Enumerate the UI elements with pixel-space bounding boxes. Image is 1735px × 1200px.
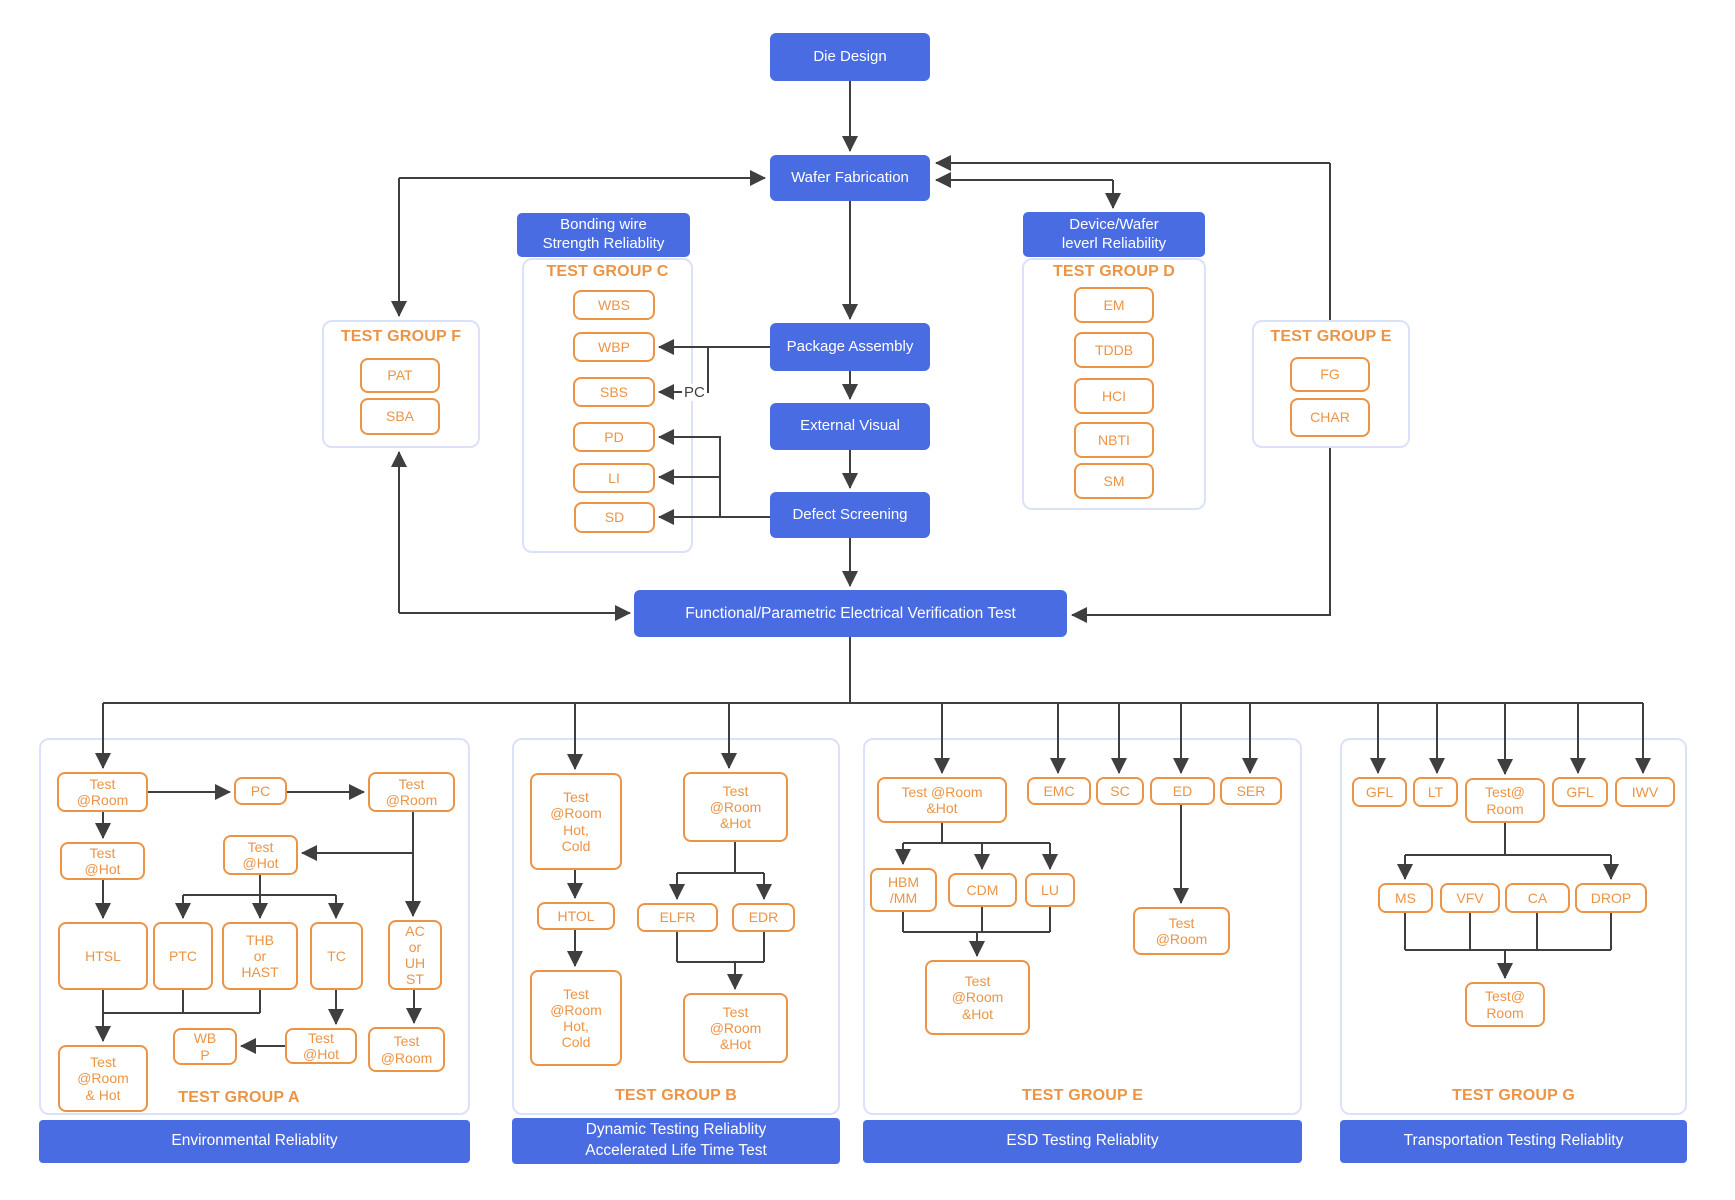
node-tc: TC [310,922,363,990]
node-e-test-rh-1: Test @Room &Hot [877,777,1007,823]
node-vfv: VFV [1440,883,1500,913]
test-group-a-label: TEST GROUP A [178,1089,300,1106]
node-ms: MS [1378,883,1433,913]
test-group-b-label: TEST GROUP B [614,1087,738,1104]
node-htol: HTOL [537,902,615,930]
node-e-test-room: Test @Room [1133,907,1230,955]
node-wbs: WBS [573,290,655,320]
node-e-test-rh-2: Test @Room &Hot [925,960,1030,1035]
node-b-test-rh-2: Test @Room &Hot [683,993,788,1063]
node-pat: PAT [360,358,440,393]
device-wafer-header: Device/Wafer leverl Reliability [1023,212,1205,257]
node-li: LI [573,463,655,493]
node-a-test-room-1: Test @Room [57,772,148,812]
footer-esd-testing: ESD Testing Reliablity [863,1120,1302,1163]
node-wbp: WBP [573,332,655,362]
node-cdm: CDM [948,873,1017,907]
node-a-test-room-3: Test @Room [368,1027,445,1072]
node-a-test-hot-2: Test @Hot [223,835,298,875]
node-edr: EDR [732,903,795,932]
node-ac-uhst: AC or UH ST [388,920,442,990]
node-defect-screening: Defect Screening [770,492,930,538]
node-hbm-mm: HBM /MM [870,868,937,912]
node-sd: SD [574,502,655,533]
node-nbti: NBTI [1074,422,1154,458]
node-b-test-rhc-1: Test @Room Hot, Cold [530,773,622,870]
footer-dynamic-testing: Dynamic Testing Reliablity Accelerated L… [512,1118,840,1164]
node-char: CHAR [1290,398,1370,437]
node-iwv: IWV [1615,777,1675,807]
node-htsl: HTSL [58,922,148,990]
node-thb-hast: THB or HAST [222,922,298,990]
node-wafer-fabrication: Wafer Fabrication [770,155,930,201]
node-package-assembly: Package Assembly [770,323,930,371]
node-b-test-rhc-2: Test @Room Hot, Cold [530,970,622,1066]
node-a-test-hot-3: Test @Hot [285,1028,357,1064]
node-gfl-1: GFL [1352,777,1407,807]
test-group-e-mid-label: TEST GROUP E [1270,328,1392,345]
node-g-test-room-2: Test@ Room [1465,982,1545,1027]
node-b-test-rh-1: Test @Room &Hot [683,772,788,842]
footer-environmental: Environmental Reliablity [39,1120,470,1163]
node-a-test-room-2: Test @Room [368,772,455,812]
node-die-design: Die Design [770,33,930,81]
node-g-test-room-1: Test@ Room [1465,778,1545,823]
node-a-test-room-hot: Test @Room & Hot [58,1045,148,1112]
node-a-wbp: WB P [173,1028,237,1065]
node-a-test-hot-1: Test @Hot [60,842,145,880]
node-sc: SC [1096,777,1144,805]
node-ca: CA [1505,883,1570,913]
test-group-e-label: TEST GROUP E [1021,1087,1144,1104]
node-drop: DROP [1575,883,1647,913]
node-em: EM [1074,287,1154,323]
node-external-visual: External Visual [770,403,930,450]
node-sbs: SBS [573,377,655,407]
node-hci: HCI [1074,378,1154,414]
test-group-c-label: TEST GROUP C [546,263,669,280]
node-lt: LT [1413,777,1458,807]
node-lu: LU [1025,873,1075,907]
node-ed: ED [1150,777,1215,805]
node-gfl-2: GFL [1552,777,1608,807]
node-pd: PD [573,422,655,452]
pc-connector-label: PC [682,384,707,401]
node-tddb: TDDB [1074,332,1154,368]
node-ser: SER [1220,777,1282,805]
node-a-pc: PC [234,777,287,805]
test-group-f-label: TEST GROUP F [340,328,462,345]
node-sba: SBA [360,398,440,435]
footer-transportation-testing: Transportation Testing Reliablity [1340,1120,1687,1163]
node-functional-test: Functional/Parametric Electrical Verific… [634,590,1067,637]
node-elfr: ELFR [637,903,718,932]
node-fg: FG [1290,357,1370,392]
bonding-wire-header: Bonding wire Strength Reliablity [517,213,690,257]
node-emc: EMC [1027,777,1091,805]
test-group-g-label: TEST GROUP G [1451,1087,1575,1104]
node-ptc: PTC [153,922,213,990]
node-sm: SM [1074,463,1154,499]
test-group-d-label: TEST GROUP D [1052,263,1176,280]
